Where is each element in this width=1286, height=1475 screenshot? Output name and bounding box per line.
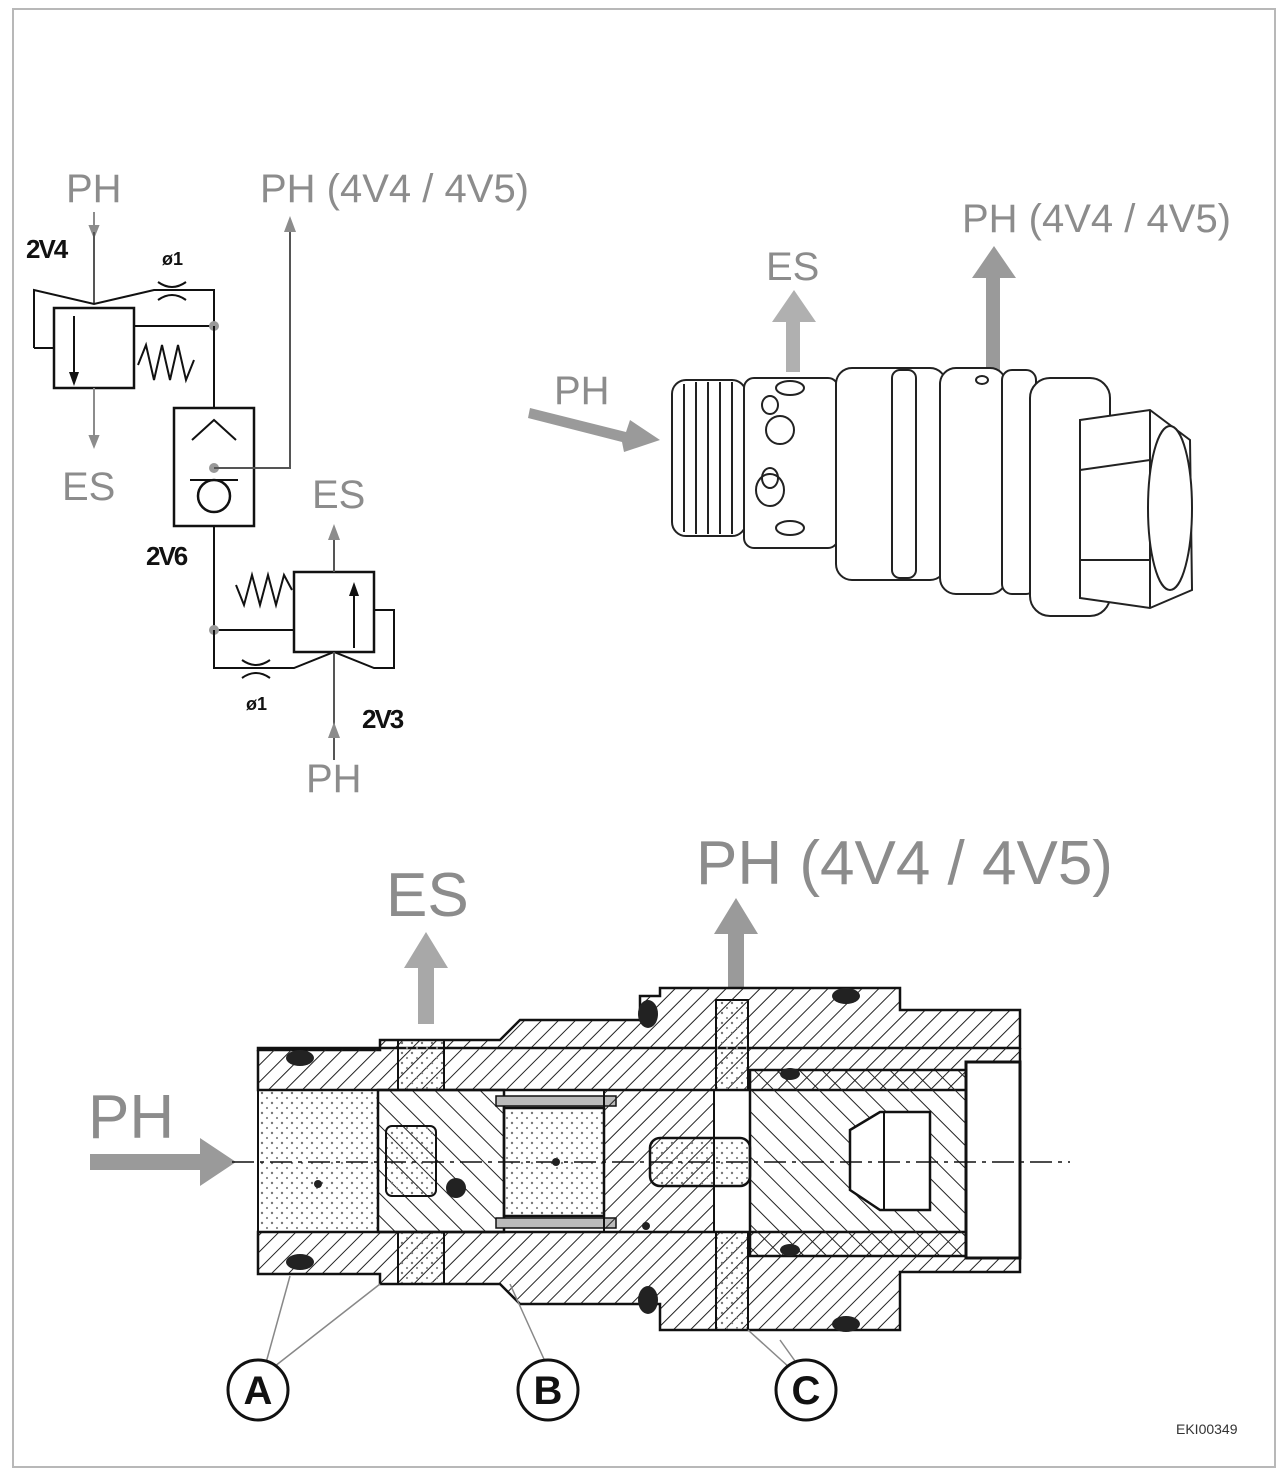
schematic-es-left-label: ES: [62, 465, 115, 509]
valve-2v3-label: 2V3: [362, 704, 404, 734]
orifice-bottom-label: ø1: [246, 694, 267, 714]
schematic-ph-bottom-label: PH: [306, 757, 362, 801]
valve-cross-section: PH (4V4 / 4V5) ES PH: [88, 829, 1113, 1422]
section-ph-in-label: PH: [88, 1083, 174, 1152]
valve-perspective-view: PH (4V4 / 4V5) ES PH: [528, 197, 1231, 617]
svg-text:A: A: [244, 1369, 273, 1413]
valve-2v4-label: 2V4: [26, 234, 69, 264]
schematic-es-right-label: ES: [312, 473, 365, 517]
perspective-es-label: ES: [766, 245, 819, 289]
perspective-ph-out-arrow: [972, 246, 1016, 372]
valve-2v4: [33, 281, 219, 390]
section-es-arrow: [404, 932, 448, 1024]
check-valve-2v6: [172, 216, 296, 630]
figure-frame: [12, 8, 1276, 1468]
perspective-ph-in-label: PH: [554, 369, 610, 413]
schematic-ph-top-label: PH: [66, 167, 122, 211]
orifice-top-label: ø1: [162, 249, 183, 269]
section-ph-arrow: [90, 1138, 236, 1186]
hydraulic-schematic: PH PH (4V4 / 4V5) ES ES PH 2V4 2V6 2V3 ø…: [26, 167, 529, 801]
callout-a: A: [226, 1358, 290, 1422]
valve-2v6-label: 2V6: [146, 541, 188, 571]
perspective-ph-arrow: [528, 408, 660, 452]
perspective-es-arrow: [772, 290, 816, 372]
valve-2v3: [209, 524, 395, 760]
perspective-ph-out-label: PH (4V4 / 4V5): [962, 197, 1231, 241]
section-ph-out-label: PH (4V4 / 4V5): [696, 829, 1113, 898]
callout-c: C: [774, 1358, 838, 1422]
svg-text:B: B: [534, 1369, 563, 1413]
figure-reference-code: EKI00349: [1176, 1421, 1238, 1437]
schematic-ph-out-label: PH (4V4 / 4V5): [260, 167, 529, 211]
callout-b: B: [516, 1358, 580, 1422]
section-es-label: ES: [386, 861, 469, 930]
section-ph-out-arrow: [714, 898, 758, 988]
svg-text:C: C: [792, 1369, 821, 1413]
